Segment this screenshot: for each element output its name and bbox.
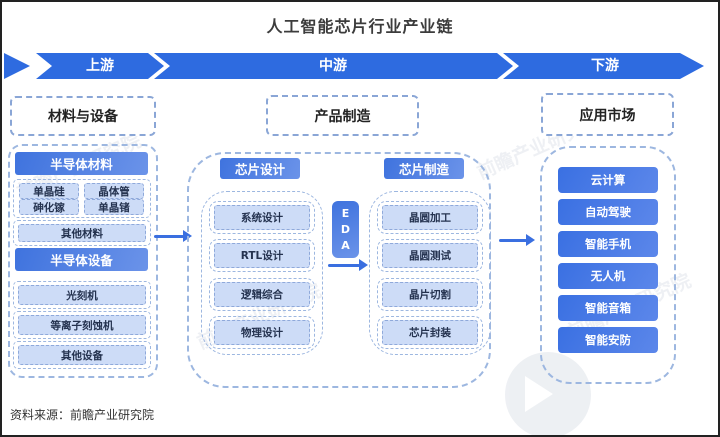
banner-segment-midstream xyxy=(154,53,513,79)
flow-arrow-design-manufacture-icon xyxy=(328,259,368,271)
design-step: 系统设计 xyxy=(214,205,310,230)
downstream-container: 云计算 自动驾驶 智能手机 无人机 智能音箱 智能安防 xyxy=(540,146,676,384)
upstream-container xyxy=(8,144,158,378)
equipment-item: 等离子刻蚀机 xyxy=(18,315,146,335)
material-item: 其他材料 xyxy=(18,224,146,242)
application-item: 智能音箱 xyxy=(558,295,658,321)
banner-arrow-shape xyxy=(4,53,704,79)
semiconductor-equipment-header: 半导体设备 xyxy=(15,248,148,271)
manufacture-step: 晶片切割 xyxy=(382,282,478,307)
materials-grid-box: 单晶硅 晶体管 砷化镓 单晶锗 xyxy=(13,179,151,218)
banner-start-chevron-icon xyxy=(4,53,30,79)
equipment-box: 光刻机 xyxy=(13,281,151,309)
banner-label-midstream: 中游 xyxy=(319,58,347,74)
chip-design-header: 芯片设计 xyxy=(220,158,300,179)
application-item: 无人机 xyxy=(558,263,658,289)
application-item: 自动驾驶 xyxy=(558,199,658,225)
source-note: 资料来源：前瞻产业研究院 xyxy=(10,408,155,422)
eda-box: EDA xyxy=(332,201,359,258)
page-title: 人工智能芯片行业产业链 xyxy=(266,17,454,36)
manufacture-step-box: 芯片封装 xyxy=(377,316,483,349)
semiconductor-materials-header: 半导体材料 xyxy=(15,152,148,175)
material-item: 单晶硅 xyxy=(19,183,79,199)
design-step-box: 逻辑综合 xyxy=(209,278,315,311)
manufacture-step: 晶圆测试 xyxy=(382,243,478,268)
manufacture-step-box: 晶片切割 xyxy=(377,278,483,311)
flow-arrow-midstream-downstream-icon xyxy=(499,234,535,246)
design-step: 逻辑综合 xyxy=(214,282,310,307)
banner-label-upstream: 上游 xyxy=(86,58,114,74)
banner-segment-downstream xyxy=(503,53,704,79)
material-item: 砷化镓 xyxy=(19,199,79,215)
design-step-box: 物理设计 xyxy=(209,316,315,349)
manufacture-step: 芯片封装 xyxy=(382,320,478,345)
banner-label-downstream: 下游 xyxy=(591,58,619,74)
material-item: 晶体管 xyxy=(84,183,144,199)
application-item: 智能手机 xyxy=(558,231,658,257)
application-item: 智能安防 xyxy=(558,327,658,353)
manufacture-step-box: 晶圆测试 xyxy=(377,239,483,272)
equipment-item: 光刻机 xyxy=(18,285,146,305)
equipment-item: 其他设备 xyxy=(18,345,146,365)
chip-design-box xyxy=(201,191,323,355)
midstream-header-box: 产品制造 xyxy=(266,95,419,136)
other-materials-box: 其他材料 xyxy=(13,220,151,246)
design-step-box: RTL设计 xyxy=(209,239,315,272)
design-step: RTL设计 xyxy=(214,243,310,268)
banner-segment-upstream xyxy=(36,53,164,79)
material-item: 单晶锗 xyxy=(84,199,144,215)
equipment-box: 等离子刻蚀机 xyxy=(13,311,151,339)
chip-manufacture-header: 芯片制造 xyxy=(384,158,464,179)
eda-label: EDA xyxy=(340,206,351,252)
application-item: 云计算 xyxy=(558,167,658,193)
manufacture-step-box: 晶圆加工 xyxy=(377,201,483,234)
chip-manufacture-box xyxy=(369,191,491,355)
equipment-box: 其他设备 xyxy=(13,341,151,369)
manufacture-step: 晶圆加工 xyxy=(382,205,478,230)
design-step: 物理设计 xyxy=(214,320,310,345)
upstream-header-box: 材料与设备 xyxy=(10,96,156,136)
design-step-box: 系统设计 xyxy=(209,201,315,234)
downstream-header-box: 应用市场 xyxy=(541,93,674,136)
